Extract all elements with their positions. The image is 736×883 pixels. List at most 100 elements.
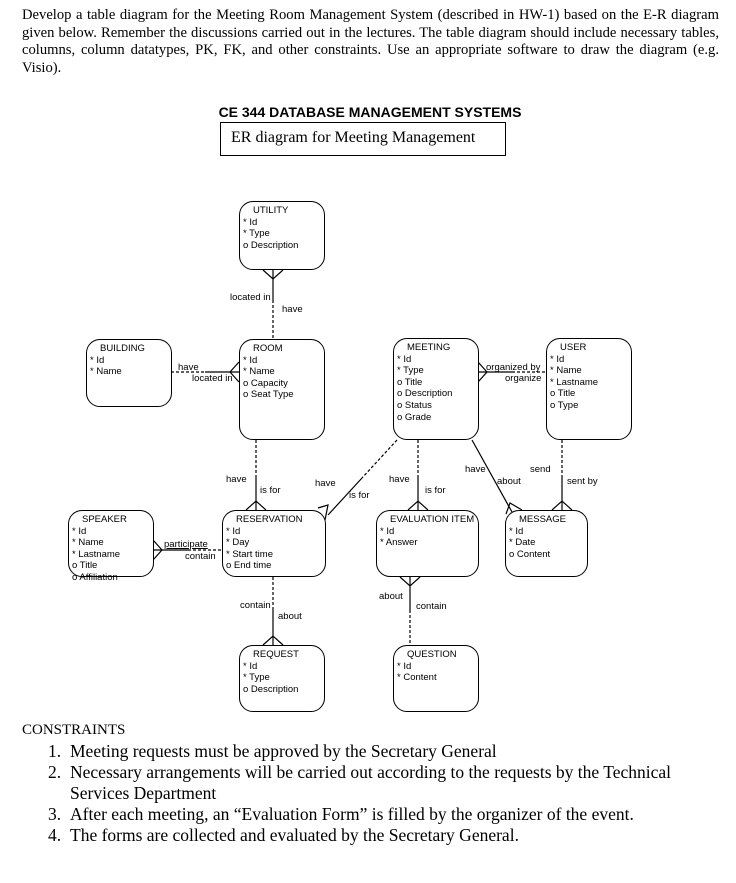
rel-label: participate bbox=[164, 539, 208, 550]
entity-attribute: * Type bbox=[397, 365, 424, 377]
rel-label: is for bbox=[425, 485, 446, 496]
rel-label: have bbox=[315, 478, 336, 489]
constraint-text: After each meeting, an “Evaluation Form”… bbox=[70, 804, 634, 824]
entity-name: UTILITY bbox=[253, 205, 289, 216]
entity-name: EVALUATION ITEM bbox=[390, 514, 475, 525]
crowfoot-reservation-right bbox=[317, 504, 329, 521]
entity-name: QUESTION bbox=[407, 649, 457, 660]
line-meeting-reservation-dashed bbox=[361, 439, 398, 479]
entity-name: MEETING bbox=[407, 342, 451, 353]
entity-name: MESSAGE bbox=[519, 514, 566, 525]
entity-attribute: o Affiliation bbox=[72, 571, 118, 583]
entity-question: QUESTION* Id* Content bbox=[393, 645, 479, 712]
rel-label: contain bbox=[240, 600, 271, 611]
rel-label: organized by bbox=[486, 362, 541, 373]
entity-attribute: * Id bbox=[72, 525, 87, 537]
crowfoot-evaluation-bottom bbox=[399, 576, 421, 587]
course-title: CE 344 DATABASE MANAGEMENT SYSTEMS bbox=[218, 104, 522, 120]
rel-label: organize bbox=[505, 373, 542, 384]
crowfoot-message-top bbox=[551, 500, 573, 511]
entity-attribute: o Type bbox=[550, 399, 579, 411]
entity-attribute: * Id bbox=[90, 354, 105, 366]
rel-label: have bbox=[389, 474, 410, 485]
entity-attribute: o Description bbox=[397, 388, 453, 400]
entity-attribute: * Id bbox=[243, 354, 258, 366]
entity-attribute: o Title bbox=[397, 376, 423, 388]
constraint-number: 3. bbox=[48, 804, 62, 824]
rel-label: about bbox=[379, 591, 403, 602]
entity-attribute: * Type bbox=[243, 228, 270, 240]
entity-attribute: * Lastname bbox=[550, 376, 599, 388]
constraint-number: 2. bbox=[48, 762, 62, 782]
crowfoot-speaker bbox=[152, 539, 163, 561]
entity-name: SPEAKER bbox=[82, 514, 127, 525]
rel-label: is for bbox=[260, 485, 281, 496]
entity-attribute: o Seat Type bbox=[243, 389, 294, 401]
line-meeting-message bbox=[471, 439, 513, 513]
entity-attribute: o Title bbox=[550, 388, 576, 400]
entity-attribute: * Lastname bbox=[72, 548, 121, 560]
rel-label: located in bbox=[192, 373, 233, 384]
constraint-item: 3. After each meeting, an “Evaluation For… bbox=[48, 804, 728, 825]
constraints-heading: CONSTRAINTS bbox=[22, 722, 126, 738]
entity-attribute: * Type bbox=[243, 672, 270, 684]
entity-attribute: o Grade bbox=[397, 411, 432, 423]
constraint-item: 1.Meeting requests must be approved by t… bbox=[48, 741, 728, 762]
entity-attribute: * Id bbox=[243, 216, 258, 228]
crowfoot-meeting bbox=[477, 361, 488, 383]
entity-attribute: * Id bbox=[397, 660, 412, 672]
crowfoot-message-left bbox=[505, 502, 523, 515]
rel-label: have bbox=[282, 304, 303, 315]
entity-attribute: o Description bbox=[243, 683, 299, 695]
entity-attribute: * Content bbox=[397, 672, 437, 684]
rel-label: about bbox=[497, 476, 521, 487]
entity-attribute: * Day bbox=[226, 537, 250, 549]
entity-attribute: * Id bbox=[550, 353, 565, 365]
rel-label: have bbox=[226, 474, 247, 485]
entity-attribute: * Id bbox=[509, 525, 524, 537]
entity-attribute: * Start time bbox=[226, 548, 273, 560]
rel-label: about bbox=[278, 611, 302, 622]
entity-name: ROOM bbox=[253, 343, 283, 354]
entity-attribute: o Description bbox=[243, 239, 299, 251]
assignment-text: Develop a table diagram for the Meeting … bbox=[22, 7, 719, 76]
constraint-number: 4. bbox=[48, 825, 62, 845]
entity-attribute: * Name bbox=[550, 365, 582, 377]
entity-attribute: * Name bbox=[243, 366, 275, 378]
diagram-title: ER diagram for Meeting Management bbox=[220, 122, 506, 156]
entity-attribute: * Name bbox=[72, 537, 104, 549]
entity-attribute: * Id bbox=[397, 353, 412, 365]
rel-label: send bbox=[530, 464, 551, 475]
constraint-item: 4. The forms are collected and evaluated … bbox=[48, 825, 728, 846]
constraint-text: The forms are collected and evaluated by… bbox=[70, 825, 519, 845]
crowfoot-evaluation bbox=[407, 500, 429, 511]
entity-attribute: * Id bbox=[380, 525, 395, 537]
entity-attribute: o Title bbox=[72, 560, 98, 572]
entity-name: USER bbox=[560, 342, 587, 353]
entity-attribute: o Status bbox=[397, 399, 432, 411]
rel-label: contain bbox=[185, 551, 216, 562]
constraint-text: Necessary arrangements will be carried o… bbox=[70, 762, 671, 803]
constraint-text: Meeting requests must be approved by the… bbox=[70, 741, 497, 761]
crowfoot-reservation-top bbox=[245, 500, 267, 511]
entity-attribute: o Content bbox=[509, 548, 551, 560]
rel-label: have bbox=[465, 464, 486, 475]
entity-name: REQUEST bbox=[253, 649, 299, 660]
entity-attribute: o Capacity bbox=[243, 377, 288, 389]
entity-name: RESERVATION bbox=[236, 514, 303, 525]
entity-name: BUILDING bbox=[100, 343, 145, 354]
entity-attribute: * Answer bbox=[380, 537, 418, 549]
entity-attribute: * Id bbox=[243, 660, 258, 672]
rel-label: is for bbox=[349, 490, 370, 501]
crowfoot-utility bbox=[262, 269, 284, 280]
line-meeting-reservation-solid bbox=[327, 477, 363, 516]
